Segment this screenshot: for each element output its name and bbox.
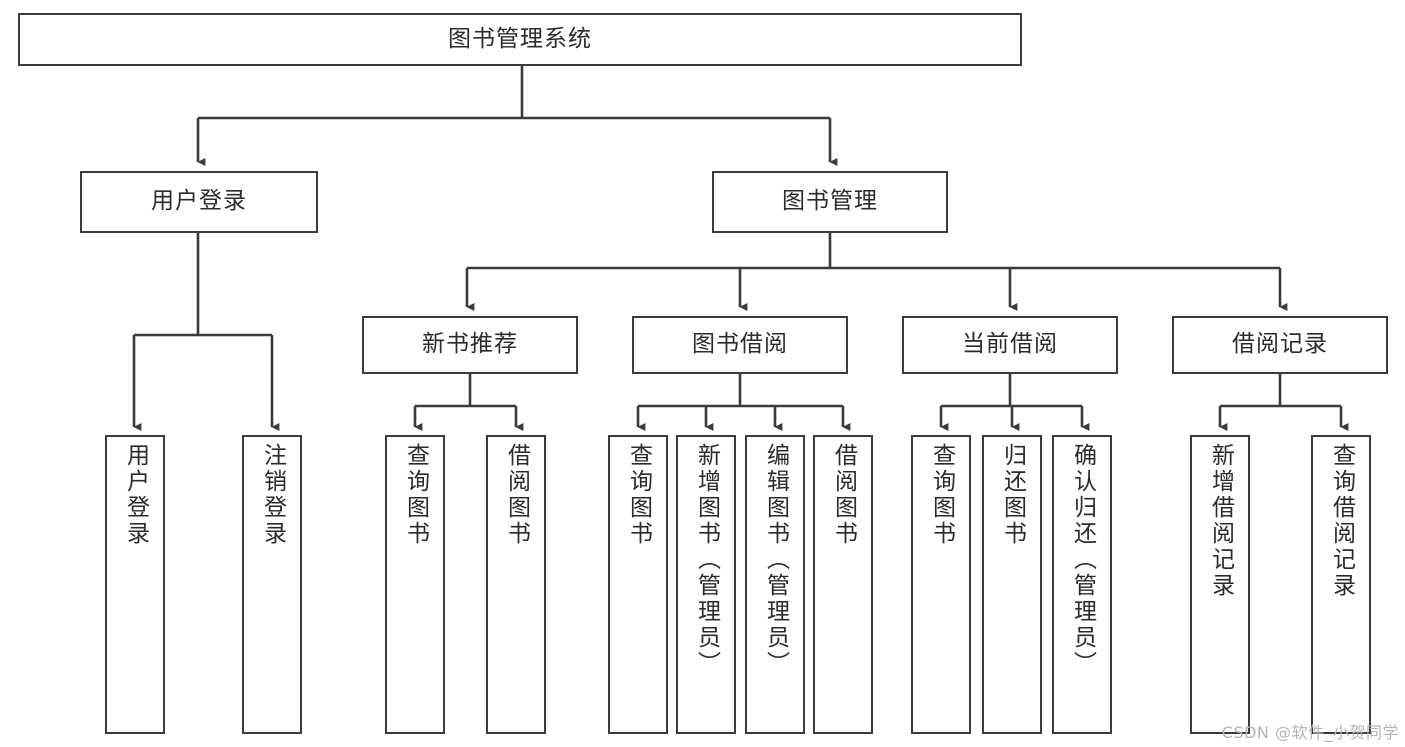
leaf-query-book-current[interactable]: 查询图书 xyxy=(911,435,971,734)
node-user-login[interactable]: 用户登录 xyxy=(80,171,318,233)
leaf-user-login[interactable]: 用户登录 xyxy=(105,435,165,734)
node-label: 查询图书 xyxy=(402,443,429,547)
node-label: 用户登录 xyxy=(122,443,149,547)
node-label: 借阅记录 xyxy=(1232,331,1328,358)
node-label: 归还图书 xyxy=(999,443,1026,547)
leaf-return-book[interactable]: 归还图书 xyxy=(982,435,1042,734)
leaf-edit-book-admin[interactable]: 编辑图书（管理员） xyxy=(745,435,805,734)
node-label: 借阅图书 xyxy=(830,443,857,547)
leaf-add-borrow-record[interactable]: 新增借阅记录 xyxy=(1190,435,1250,734)
node-label: 图书管理系统 xyxy=(448,25,592,52)
leaf-logout[interactable]: 注销登录 xyxy=(242,435,302,734)
node-new-book-recommend[interactable]: 新书推荐 xyxy=(362,316,578,374)
node-label: 当前借阅 xyxy=(962,331,1058,358)
node-label: 注销登录 xyxy=(259,443,286,547)
node-label: 编辑图书（管理员） xyxy=(762,443,789,677)
node-label: 借阅图书 xyxy=(503,443,530,547)
node-label: 图书管理 xyxy=(782,188,878,215)
leaf-borrow-book[interactable]: 借阅图书 xyxy=(813,435,873,734)
leaf-add-book-admin[interactable]: 新增图书（管理员） xyxy=(676,435,736,734)
node-label: 新增借阅记录 xyxy=(1207,443,1234,599)
node-book-management[interactable]: 图书管理 xyxy=(712,171,948,233)
leaf-borrow-book-recommend[interactable]: 借阅图书 xyxy=(486,435,546,734)
leaf-confirm-return-admin[interactable]: 确认归还（管理员） xyxy=(1052,435,1112,734)
node-label: 查询图书 xyxy=(625,443,652,547)
node-label: 用户登录 xyxy=(151,188,247,215)
node-label: 图书借阅 xyxy=(692,331,788,358)
node-borrow-record[interactable]: 借阅记录 xyxy=(1172,316,1388,374)
leaf-query-book-borrow[interactable]: 查询图书 xyxy=(608,435,668,734)
leaf-query-borrow-record[interactable]: 查询借阅记录 xyxy=(1311,435,1371,734)
csdn-watermark: CSDN @软件_小贺同学 xyxy=(1221,723,1399,742)
node-label: 新书推荐 xyxy=(422,331,518,358)
leaf-query-book-recommend[interactable]: 查询图书 xyxy=(385,435,445,734)
node-label: 查询借阅记录 xyxy=(1328,443,1355,599)
node-book-borrow[interactable]: 图书借阅 xyxy=(632,316,848,374)
node-label: 查询图书 xyxy=(928,443,955,547)
node-label: 确认归还（管理员） xyxy=(1069,443,1096,677)
node-current-borrow[interactable]: 当前借阅 xyxy=(902,316,1118,374)
node-root-system[interactable]: 图书管理系统 xyxy=(18,13,1022,66)
node-label: 新增图书（管理员） xyxy=(693,443,720,677)
